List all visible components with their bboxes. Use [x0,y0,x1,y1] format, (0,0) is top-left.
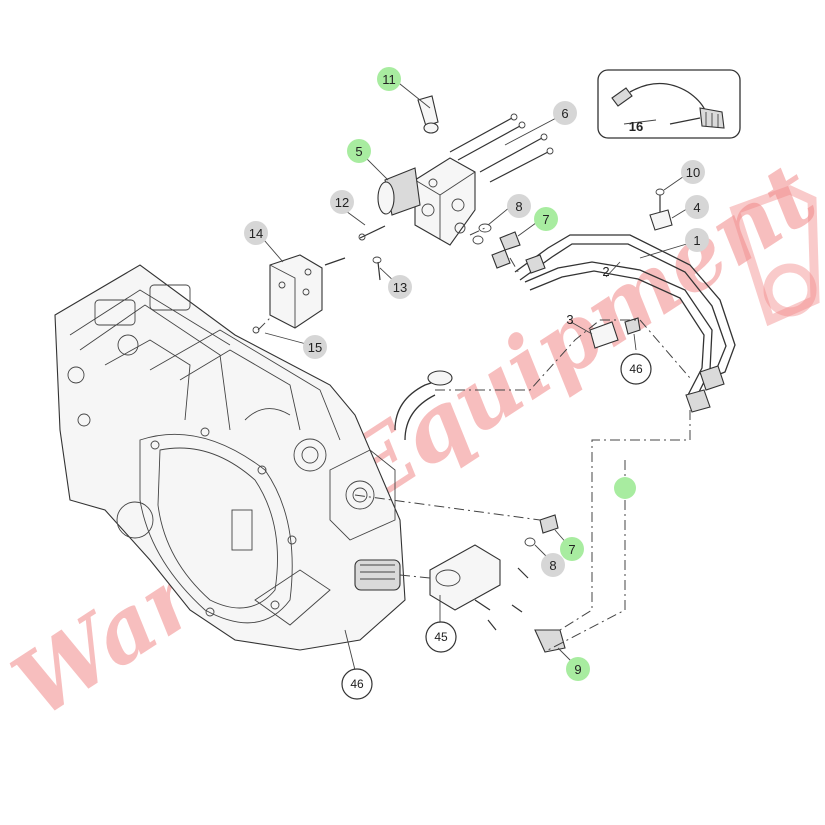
callout-1-marker [685,228,709,252]
callout-8-bottom-marker [541,553,565,577]
callout-14-label: 14 [249,226,263,241]
callout-7-bottom: 7 [560,537,584,561]
callout-4-marker [685,195,709,219]
callout-1-label: 1 [693,233,700,248]
callout-4: 4 [685,195,709,219]
callout-1: 1 [685,228,709,252]
callout-45-marker [425,621,457,653]
callout-46-right: 46 [620,353,652,385]
hydraulic-pipes [514,234,736,413]
callout-13: 13 [388,275,412,299]
callout-6: 6 [553,101,577,125]
callout-13-marker [388,275,412,299]
routing-lines [257,227,691,651]
callout-14-marker [244,221,268,245]
callout-12-label: 12 [335,195,349,210]
callout-8-bottom-label: 8 [549,558,556,573]
callout-46-right-marker [620,353,652,385]
callout-2: 2 [602,264,609,279]
callout-5-label: 5 [355,144,362,159]
callout-3: 3 [566,312,573,327]
callout-9-label: 9 [574,662,581,677]
watermark-tractor-logo [729,185,820,327]
callouts: 11 5 6 12 14 13 15 [244,67,709,700]
callout-dot [614,477,636,499]
callout-10-marker [681,160,705,184]
callout-14: 14 [244,221,268,245]
leader-lines [257,79,691,675]
callout-15: 15 [303,335,327,359]
callout-6-marker [553,101,577,125]
callout-46-bottom-marker [341,668,373,700]
callout-10-label: 10 [686,165,700,180]
callout-8-top: 8 [507,194,531,218]
callout-45: 45 [425,621,457,653]
callout-8-top-label: 8 [515,199,522,214]
callout-9: 9 [566,657,590,681]
callout-7-top-marker [534,207,558,231]
callout-13-label: 13 [393,280,407,295]
callout-10: 10 [681,160,705,184]
callout-46-bottom-label: 46 [350,677,364,691]
callout-11: 11 [377,67,401,91]
callout-3-label: 3 [566,312,573,327]
callout-16: 16 [629,119,643,134]
callout-dot-marker [614,477,636,499]
callout-9-marker [566,657,590,681]
small-fittings [252,188,673,653]
callout-5: 5 [347,139,371,163]
callout-7-bottom-marker [560,537,584,561]
callout-7-top: 7 [534,207,558,231]
callout-4-label: 4 [693,200,700,215]
callout-15-label: 15 [308,340,322,355]
callout-45-label: 45 [434,630,448,644]
callout-7-bottom-label: 7 [568,542,575,557]
callout-46-bottom: 46 [341,668,373,700]
transmission-housing [54,264,453,651]
callout-5-marker [347,139,371,163]
callout-12: 12 [330,190,354,214]
callout-8-top-marker [507,194,531,218]
callout-8-bottom: 8 [541,553,565,577]
callout-46-right-label: 46 [629,362,643,376]
valve-block [377,95,554,246]
callout-7-top-label: 7 [542,212,549,227]
callout-2-label: 2 [602,264,609,279]
callout-15-marker [303,335,327,359]
callout-11-label: 11 [382,72,396,87]
callout-11-marker [377,67,401,91]
harness-inset [597,69,741,139]
callout-16-label: 16 [629,119,643,134]
callout-12-marker [330,190,354,214]
callout-6-label: 6 [561,106,568,121]
